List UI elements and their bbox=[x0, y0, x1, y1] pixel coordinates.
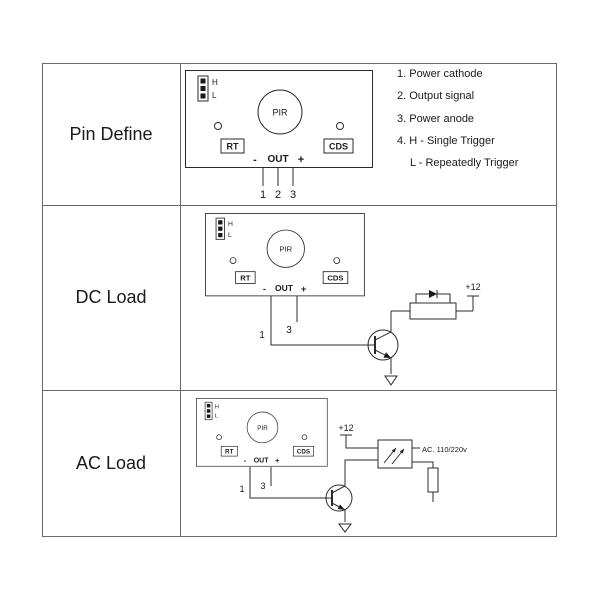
row-label-dc-load: DC Load bbox=[75, 287, 146, 307]
pin1-wire bbox=[249, 467, 331, 499]
relay-and-diode: +12 bbox=[391, 282, 481, 320]
relay-body bbox=[377, 439, 413, 469]
ground-symbol bbox=[384, 375, 398, 386]
pin2-number: 2 bbox=[275, 189, 281, 201]
supply-label: +12 bbox=[338, 423, 353, 433]
row-label-ac-load: AC Load bbox=[76, 453, 146, 473]
legend-item-3: 3. Power anode bbox=[397, 113, 474, 125]
pin1-number: 1 bbox=[259, 330, 265, 341]
pin1-wire bbox=[270, 296, 375, 346]
diode-symbol bbox=[429, 290, 437, 298]
load-box bbox=[427, 467, 439, 493]
pir-module bbox=[205, 213, 365, 297]
legend-item-2: 2. Output signal bbox=[397, 90, 474, 102]
legend-item-4: 4. H - Single Trigger bbox=[397, 135, 495, 147]
transistor bbox=[325, 459, 378, 533]
pin3-number: 3 bbox=[286, 325, 292, 336]
relay-arrow-head bbox=[399, 449, 404, 454]
ac-load-diagram: 1 3 +12 AC. 110/220v bbox=[196, 398, 467, 533]
ac-source-label: AC. 110/220v bbox=[422, 445, 467, 454]
legend-item-5: L - Repeatedly Trigger bbox=[410, 157, 519, 169]
supply-label: +12 bbox=[465, 282, 480, 292]
transistor-collector bbox=[331, 459, 378, 494]
transistor-body bbox=[325, 484, 353, 512]
supply-wire bbox=[345, 435, 378, 449]
pin3-number: 3 bbox=[290, 189, 296, 201]
relay-arrow-head bbox=[391, 448, 396, 453]
pin1-number: 1 bbox=[260, 189, 266, 201]
transistor-collector bbox=[374, 311, 392, 341]
ground-symbol bbox=[338, 523, 352, 533]
pin1-number: 1 bbox=[239, 484, 244, 494]
row-label-pin-define: Pin Define bbox=[69, 124, 152, 144]
relay-and-ac-line: +12 AC. 110/220v bbox=[338, 423, 467, 502]
pir-module bbox=[196, 398, 328, 467]
pir-module bbox=[185, 70, 373, 168]
dc-load-diagram: 1 3 +12 bbox=[205, 213, 481, 386]
pin-define-legend: 1. Power cathode 2. Output signal 3. Pow… bbox=[397, 68, 519, 169]
emitter-arrow bbox=[337, 504, 345, 510]
pin-define-diagram: 1 2 3 bbox=[185, 70, 373, 201]
transistor-body bbox=[367, 329, 399, 361]
pin3-number: 3 bbox=[260, 481, 265, 491]
emitter-arrow bbox=[383, 352, 391, 358]
load-wire bbox=[412, 461, 434, 468]
transistor bbox=[367, 311, 399, 386]
legend-item-1: 1. Power cathode bbox=[397, 68, 483, 80]
relay-coil bbox=[409, 302, 457, 320]
